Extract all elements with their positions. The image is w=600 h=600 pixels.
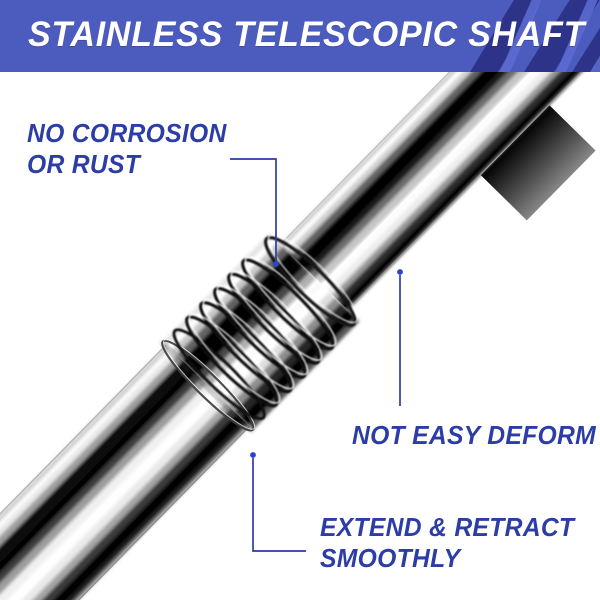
callout-no-corrosion-line1: NO CORROSION [27,118,227,148]
banner-diagonal-stripes [470,0,600,72]
callout-extend-retract-line2: SMOOTHLY [320,542,461,573]
header-banner: STAINLESS TELESCOPIC SHAFT [0,0,600,72]
banner-title: STAINLESS TELESCOPIC SHAFT [28,15,586,54]
callout-no-corrosion-line2: OR RUST [27,148,141,179]
callout-extend-retract-line1: EXTEND & RETRACT [320,512,575,542]
callout-no-corrosion: NO CORROSION OR RUST [27,118,227,179]
callout-extend-retract: EXTEND & RETRACT SMOOTHLY [320,512,574,573]
callout-not-easy-deform: NOT EASY DEFORM [352,420,596,451]
callout-not-easy-deform-line1: NOT EASY DEFORM [352,420,596,450]
